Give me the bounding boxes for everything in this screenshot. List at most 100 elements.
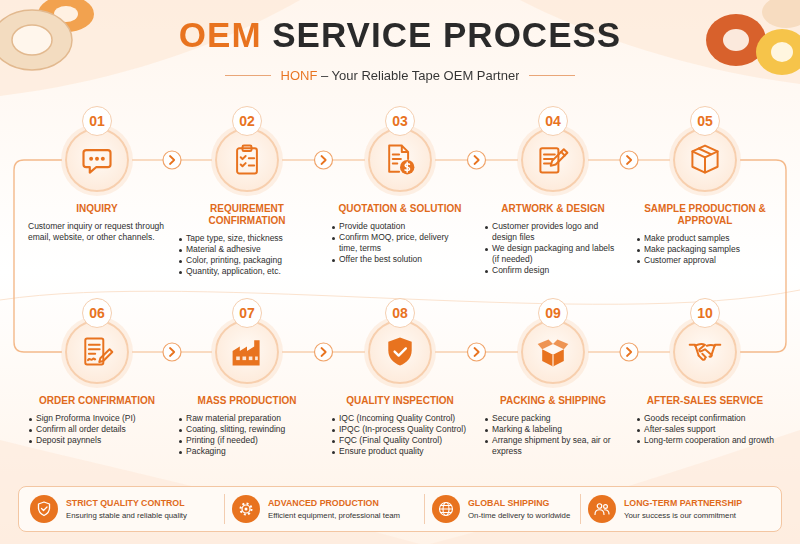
bullet-item: Tape type, size, thickness [178, 233, 316, 244]
bullet-item: Provide quotation [331, 221, 469, 232]
step-body: Goods receipt confirmationAfter-sales su… [636, 413, 774, 446]
step-body: Raw material preparationCoating, slittin… [178, 413, 316, 457]
feature-icon [592, 499, 612, 519]
feature-icon [440, 503, 453, 516]
feature-icon [34, 499, 54, 519]
bullet-item: IQC (Incoming Quality Control) [331, 413, 469, 424]
step-body: Customer provides logo and design filesW… [484, 221, 622, 276]
feature-subtitle: Ensuring stable and reliable quality [66, 511, 218, 521]
arrow-head [627, 348, 631, 356]
arrow-head [170, 348, 174, 356]
process-step: 02REQUIREMENT CONFIRMATIONTape type, siz… [172, 128, 322, 277]
bullet-item: Make packaging samples [636, 244, 774, 255]
step-icon [237, 146, 257, 174]
icon-circle [65, 320, 129, 384]
feature-icon [436, 499, 456, 519]
step-icon [690, 344, 721, 360]
process-step: 09PACKING & SHIPPINGSecure packingMarkin… [478, 320, 628, 457]
tape-rolls-right [706, 0, 800, 75]
icon-circle [368, 320, 432, 384]
subtitle-rule: HONF – Your Reliable Tape OEM Partner [281, 66, 520, 85]
band-divider [580, 494, 581, 524]
feature-icon [39, 502, 50, 516]
subtitle: HONF – Your Reliable Tape OEM Partner [281, 67, 520, 85]
process-step: 03QUOTATION & SOLUTIONProvide quotationC… [325, 128, 475, 265]
feature-text: ADVANCED PRODUCTION Efficient equipment, … [268, 498, 418, 521]
feature-subtitle: Efficient equipment, professional team [268, 511, 418, 521]
bullet-item: We design packaging and labels (if neede… [484, 243, 622, 265]
icon-circle [65, 128, 129, 192]
flow-connector [14, 160, 62, 352]
step-icon [535, 142, 571, 178]
step-icon [687, 334, 723, 370]
step-title: SAMPLE PRODUCTION & APPROVAL [632, 203, 778, 227]
feature-text: STRICT QUALITY CONTROL Ensuring stable an… [66, 498, 218, 521]
feature-item: STRICT QUALITY CONTROL Ensuring stable an… [30, 488, 218, 530]
feature-subtitle: On-time delivery to worldwide [468, 511, 576, 521]
step-icon [389, 146, 414, 175]
feature-title: ADVANCED PRODUCTION [268, 498, 418, 509]
bullet-item: Secure packing [484, 413, 622, 424]
process-step: 07MASS PRODUCTIONRaw material preparatio… [172, 320, 322, 457]
bullet-item: Ensure product quality [331, 446, 469, 457]
arrow-head [322, 156, 326, 164]
feature-title: STRICT QUALITY CONTROL [66, 498, 218, 509]
step-icon [382, 142, 418, 178]
step-number: 10 [690, 298, 720, 328]
step-icon [229, 142, 265, 178]
step-body: Customer inquiry or request through emai… [28, 221, 166, 243]
arrow-head [475, 156, 479, 164]
icon-circle [673, 128, 737, 192]
process-step: 05SAMPLE PRODUCTION & APPROVALMake produ… [630, 128, 780, 266]
bullet-item: Marking & labeling [484, 424, 622, 435]
process-step: 10AFTER-SALES SERVICEGoods receipt confi… [630, 320, 780, 446]
flow-connector [282, 343, 365, 361]
arrow-badge-ring [315, 151, 333, 169]
flow-connector [132, 151, 212, 169]
feature-item: LONG-TERM PARTNERSHIPYour success is our… [588, 488, 776, 530]
step-icon [692, 146, 717, 173]
connector-line [588, 159, 670, 160]
connector-line [435, 159, 518, 160]
step-number: 01 [82, 106, 112, 136]
arrow-badge [468, 343, 486, 361]
bullet-item: Make product samples [636, 233, 774, 244]
bullet-item: Color, printing, packaging [178, 255, 316, 266]
feature-icon-circle [232, 495, 260, 523]
flow-connector [435, 343, 518, 361]
step-body: Sign Proforma Invoice (PI)Confirm all or… [28, 413, 166, 446]
step-number: 04 [538, 106, 568, 136]
bullet-item: Confirm all order details [28, 424, 166, 435]
step-title: QUALITY INSPECTION [327, 395, 473, 407]
step-icon [540, 148, 567, 172]
step-icon [388, 338, 411, 366]
arrow-badge [620, 343, 638, 361]
arrow-badge-ring [468, 151, 486, 169]
step-icon [687, 142, 723, 178]
bullet-item: Sign Proforma Invoice (PI) [28, 413, 166, 424]
connector-line [132, 159, 212, 160]
flow-connector [435, 151, 518, 169]
step-title: PACKING & SHIPPING [480, 395, 626, 407]
process-step: 01INQUIRYCustomer inquiry or request thr… [22, 128, 172, 243]
flow-connector [588, 151, 670, 169]
icon-circle [673, 320, 737, 384]
icon-circle [521, 128, 585, 192]
feature-text: LONG-TERM PARTNERSHIPYour success is our… [624, 498, 776, 521]
bullet-item: Material & adhesive [178, 244, 316, 255]
step-title: AFTER-SALES SERVICE [632, 395, 778, 407]
connector-line [740, 160, 786, 352]
arrow-badge-ring [468, 343, 486, 361]
step-number: 05 [690, 106, 720, 136]
flow-connector [132, 343, 212, 361]
arrow-badge [315, 151, 333, 169]
feature-icon-circle [588, 495, 616, 523]
arrow-head [475, 348, 479, 356]
step-title: ARTWORK & DESIGN [480, 203, 626, 215]
arrow-badge [163, 151, 181, 169]
subtitle-row: HONF – Your Reliable Tape OEM Partner [0, 66, 800, 85]
flow-connector [740, 160, 786, 352]
step-number: 09 [538, 298, 568, 328]
